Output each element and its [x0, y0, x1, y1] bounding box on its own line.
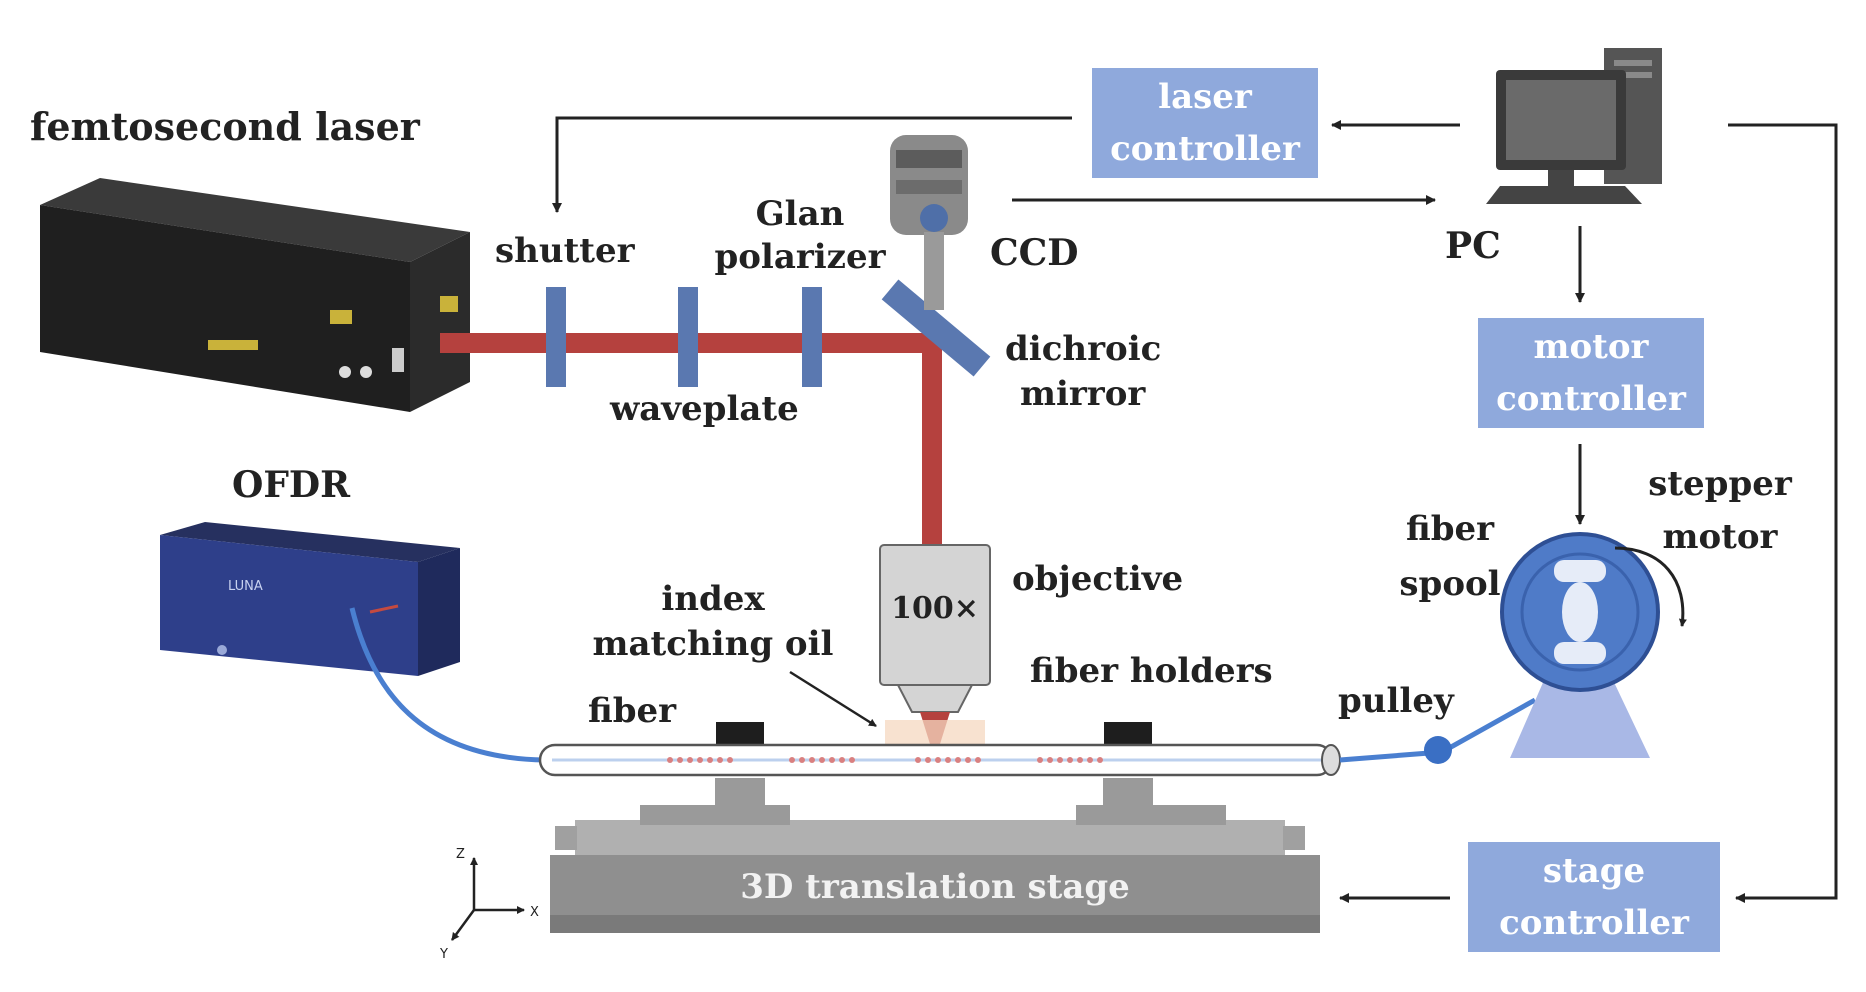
dichroic-mirror-label: mirror: [1020, 374, 1146, 414]
fiber-spool-label: spool: [1399, 564, 1500, 604]
grating-mark: [1067, 757, 1073, 763]
axis-x-label: X: [530, 905, 539, 920]
fiber-holders-label: fiber holders: [1030, 651, 1273, 691]
pulley-label: pulley: [1338, 681, 1455, 721]
dichroic-mirror-label: dichroic: [1005, 329, 1161, 369]
grating-mark: [697, 757, 703, 763]
pc-to-stage-controller-arrow: [1728, 123, 1838, 903]
stepper-motor: [1500, 532, 1660, 758]
laser-controller-label: controller: [1110, 129, 1301, 169]
laser-port: [339, 366, 351, 378]
glan-polarizer-label: polarizer: [714, 237, 886, 277]
glan-polarizer-label: Glan: [756, 194, 845, 234]
grating-mark: [1047, 757, 1053, 763]
translation-stage: [550, 778, 1320, 933]
motor-controller-label: motor: [1534, 327, 1650, 367]
grating-mark: [717, 757, 723, 763]
axis-y-label: Y: [439, 947, 448, 962]
grating-mark: [849, 757, 855, 763]
laser-switch: [392, 348, 404, 372]
grating-mark: [915, 757, 921, 763]
waveplate: [678, 287, 698, 387]
laser-port: [360, 366, 372, 378]
shutter: [546, 287, 566, 387]
objective-label: objective: [1012, 559, 1183, 599]
waveplate-label: waveplate: [609, 389, 799, 429]
motor-controller-label: controller: [1496, 379, 1687, 419]
grating-mark: [687, 757, 693, 763]
index-matching-oil-label: matching oil: [593, 624, 834, 664]
laser-indicator: [330, 310, 352, 324]
grating-mark: [799, 757, 805, 763]
grating-mark: [975, 757, 981, 763]
ofdr-instrument: [160, 522, 460, 676]
grating-mark: [1077, 757, 1083, 763]
ccd-camera: [890, 135, 968, 310]
grating-mark: [1037, 757, 1043, 763]
fiber-label: fiber: [588, 691, 677, 731]
grating-mark: [707, 757, 713, 763]
rotation-arrow: [1614, 546, 1687, 627]
fiber-end: [1321, 744, 1341, 776]
pulley: [1424, 736, 1452, 764]
grating-mark: [829, 757, 835, 763]
axis-z-label: Z: [456, 847, 465, 862]
index-matching-oil-label: index: [661, 579, 765, 619]
grating-mark: [945, 757, 951, 763]
grating-mark: [1057, 757, 1063, 763]
ccd-label: CCD: [990, 232, 1079, 274]
ofdr-label: OFDR: [232, 464, 351, 506]
grating-mark: [667, 757, 673, 763]
stage-controller-label: controller: [1499, 903, 1690, 943]
dichroic-mirror: [881, 279, 991, 377]
laser-label-plate: [208, 340, 258, 350]
grating-mark: [809, 757, 815, 763]
shutter-label: shutter: [495, 231, 636, 271]
grating-mark: [1097, 757, 1103, 763]
pc-computer: [1486, 48, 1662, 204]
grating-mark: [925, 757, 931, 763]
laser-controller-label: laser: [1158, 77, 1253, 117]
femtosecond-laser: [40, 178, 470, 412]
objective-magnification: 100×: [891, 591, 979, 626]
stage-controller-label: stage: [1543, 851, 1645, 891]
laser-controller-box: [1092, 68, 1318, 178]
laser-controller-to-shutter-arrow: [552, 116, 1072, 213]
glan-polarizer: [802, 287, 822, 387]
ofdr-fiber-cable: [349, 607, 546, 763]
fiber-holder: [716, 722, 764, 746]
grating-mark: [677, 757, 683, 763]
index-matching-oil-pointer: [789, 670, 877, 728]
grating-mark: [955, 757, 961, 763]
laser-indicator: [440, 296, 458, 312]
fiber-gratings: [667, 757, 1103, 763]
stepper-motor-label: motor: [1663, 517, 1779, 557]
xyz-axes: [450, 857, 525, 941]
stage-label: 3D translation stage: [740, 867, 1130, 907]
grating-mark: [935, 757, 941, 763]
fiber-holder: [1104, 722, 1152, 746]
motor-controller-box: [1478, 318, 1704, 428]
grating-mark: [789, 757, 795, 763]
grating-mark: [727, 757, 733, 763]
grating-mark: [819, 757, 825, 763]
stage-controller-box: [1468, 842, 1720, 952]
grating-mark: [965, 757, 971, 763]
ofdr-brand-label: LUNA: [228, 579, 263, 594]
fiber-spool-label: fiber: [1406, 509, 1495, 549]
pc-label: PC: [1445, 225, 1501, 267]
laser-beam-vertical: [922, 333, 942, 548]
stepper-motor-label: stepper: [1648, 464, 1793, 504]
grating-mark: [1087, 757, 1093, 763]
grating-mark: [839, 757, 845, 763]
femtosecond-laser-label: femtosecond laser: [30, 104, 421, 149]
